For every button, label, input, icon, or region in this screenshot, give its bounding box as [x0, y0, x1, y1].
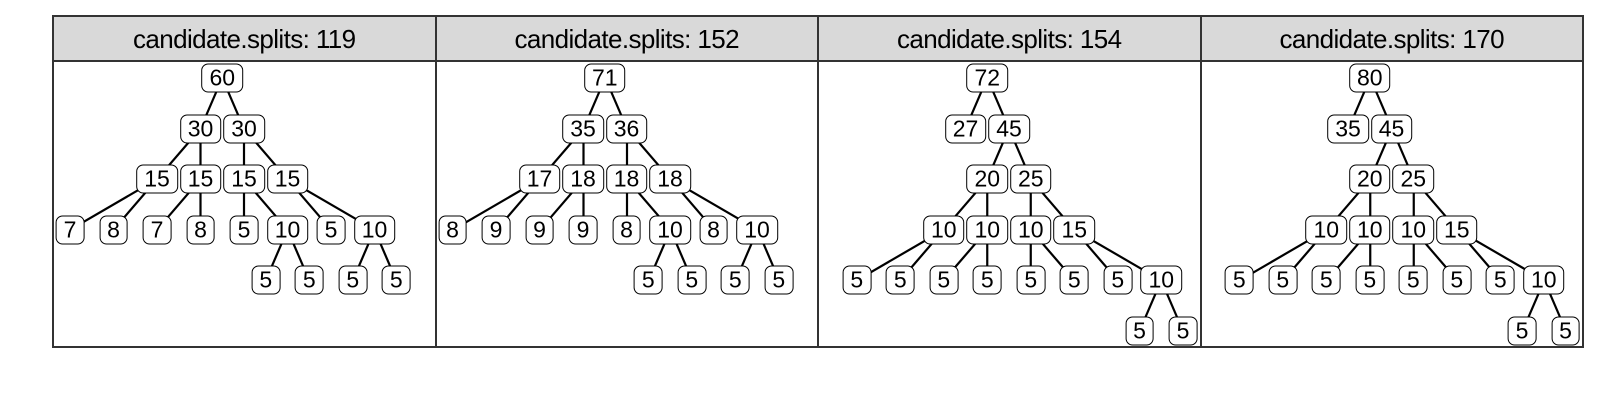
tree-node-5: 5	[972, 265, 1002, 295]
tree-node-5: 5	[677, 265, 707, 295]
tree-node-72: 72	[966, 63, 1009, 93]
tree-node-5: 5	[1224, 265, 1254, 295]
tree-node-15: 15	[266, 164, 309, 194]
tree-edges	[69, 77, 398, 281]
tree-node-8: 8	[186, 215, 215, 245]
tree-node-10: 10	[966, 215, 1009, 245]
tree-node-5: 5	[720, 265, 750, 295]
tree-node-10: 10	[1522, 265, 1565, 295]
tree-node-8: 8	[612, 215, 641, 245]
tree-node-5: 5	[1442, 265, 1472, 295]
tree-node-5: 5	[633, 265, 663, 295]
tree-node-10: 10	[353, 215, 396, 245]
strip-header: candidate.splits: 152	[436, 17, 817, 62]
tree-node-5: 5	[1355, 265, 1385, 295]
tree-node-5: 5	[1268, 265, 1298, 295]
tree-node-5: 5	[1168, 316, 1198, 346]
tree-node-10: 10	[649, 215, 691, 245]
tree-node-5: 5	[1551, 316, 1580, 346]
strip-header: candidate.splits: 119	[54, 17, 435, 62]
tree-node-15: 15	[1435, 215, 1478, 245]
tree-node-15: 15	[223, 164, 265, 194]
strip-title: candidate.splits: 170	[1279, 23, 1505, 54]
tree-node-10: 10	[736, 215, 778, 245]
tree-node-71: 71	[583, 63, 626, 93]
tree-node-5: 5	[338, 265, 368, 295]
tree-node-36: 36	[605, 114, 648, 144]
strip-title: candidate.splits: 119	[132, 23, 356, 54]
tree-node-8: 8	[699, 215, 728, 245]
tree-node-18: 18	[605, 164, 648, 194]
tree-edges	[856, 77, 1185, 332]
tree-node-35: 35	[562, 114, 604, 144]
tree-node-60: 60	[201, 63, 244, 93]
tree-node-5: 5	[1125, 316, 1154, 346]
strip-title: candidate.splits: 152	[514, 23, 740, 54]
tree-node-7: 7	[55, 215, 85, 245]
tree-node-5: 5	[1016, 265, 1046, 295]
tree-node-8: 8	[438, 215, 467, 245]
tree-node-35: 35	[1327, 114, 1369, 144]
tree-node-25: 25	[1009, 164, 1052, 194]
tree-node-45: 45	[1370, 114, 1413, 144]
tree-node-5: 5	[381, 265, 411, 295]
tree-node-25: 25	[1392, 164, 1435, 194]
tree-node-5: 5	[316, 215, 346, 245]
tree-node-5: 5	[842, 265, 872, 295]
tree-node-10: 10	[1348, 215, 1391, 245]
tree-node-5: 5	[251, 265, 281, 295]
tree-node-5: 5	[929, 265, 959, 295]
tree-node-10: 10	[922, 215, 965, 245]
tree-node-15: 15	[136, 164, 178, 194]
tree-node-10: 10	[1009, 215, 1052, 245]
tree-node-30: 30	[223, 114, 265, 144]
tree-node-20: 20	[966, 164, 1009, 194]
tree-node-10: 10	[1140, 265, 1183, 295]
tree-node-10: 10	[1392, 215, 1435, 245]
tree-node-17: 17	[518, 164, 561, 194]
strip-header: candidate.splits: 154	[819, 17, 1200, 62]
tree-node-9: 9	[568, 215, 598, 245]
strip-title: candidate.splits: 154	[897, 23, 1122, 54]
tree-node-8: 8	[99, 215, 128, 245]
tree-edges	[1238, 77, 1567, 332]
tree-node-5: 5	[885, 265, 915, 295]
tree-node-10: 10	[266, 215, 309, 245]
tree-node-9: 9	[525, 215, 554, 245]
tree-node-5: 5	[1059, 265, 1089, 295]
tree-node-5: 5	[229, 215, 259, 245]
strip-header: candidate.splits: 170	[1201, 17, 1582, 62]
tree-node-9: 9	[481, 215, 511, 245]
tree-node-15: 15	[179, 164, 222, 194]
tree-node-30: 30	[179, 114, 222, 144]
tree-node-80: 80	[1348, 63, 1391, 93]
tree-node-5: 5	[1311, 265, 1341, 295]
tree-node-5: 5	[294, 265, 324, 295]
tree-node-7: 7	[142, 215, 172, 245]
tree-node-15: 15	[1053, 215, 1096, 245]
tree-node-27: 27	[944, 114, 987, 144]
tree-node-18: 18	[562, 164, 604, 194]
tree-node-18: 18	[649, 164, 691, 194]
tree-node-5: 5	[1398, 265, 1428, 295]
tree-node-10: 10	[1305, 215, 1348, 245]
tree-edges	[451, 77, 780, 281]
tree-node-20: 20	[1348, 164, 1391, 194]
tree-node-45: 45	[988, 114, 1030, 144]
tree-node-5: 5	[764, 265, 794, 295]
tree-node-5: 5	[1103, 265, 1133, 295]
tree-node-5: 5	[1485, 265, 1515, 295]
tree-node-5: 5	[1507, 316, 1537, 346]
